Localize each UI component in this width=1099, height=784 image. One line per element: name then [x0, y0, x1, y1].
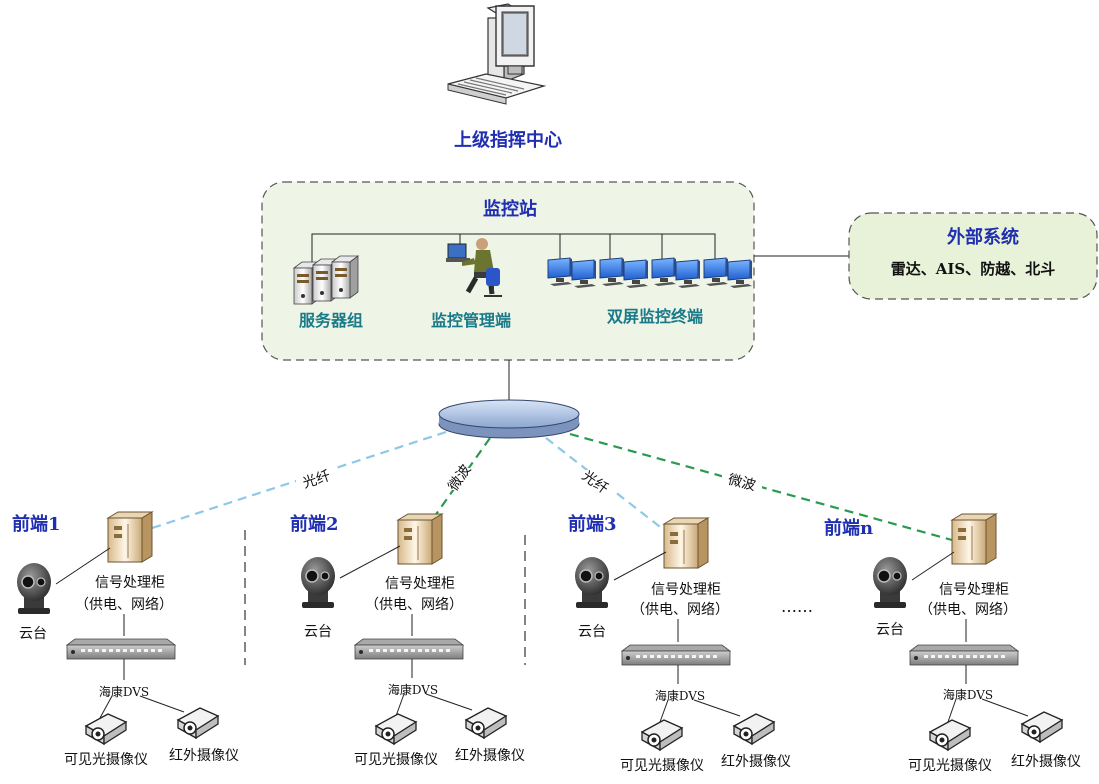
cabinet-label-1: 信号处理柜: [95, 575, 165, 591]
station-bus: [311, 233, 716, 262]
cabinet-icon: [397, 513, 443, 565]
dvs-icon: [621, 644, 731, 666]
front-title: 前端2: [290, 513, 339, 535]
link-front3: [545, 437, 665, 531]
ptz-label: 云台: [19, 626, 47, 642]
visible-camera-label: 可见光摄像仪: [64, 752, 148, 768]
camera-icon: [177, 707, 219, 739]
external-items: 雷达、AIS、防越、北斗: [891, 260, 1056, 278]
dvs-icon: [909, 644, 1019, 666]
ptz-label: 云台: [304, 624, 332, 640]
ptz-camera-icon: [872, 556, 908, 609]
camera-icon: [465, 707, 507, 739]
camera-icon: [85, 713, 127, 745]
dvs-label: 海康DVS: [99, 684, 149, 699]
link-label-frontn: 微波: [726, 472, 757, 494]
ptz-camera-icon: [574, 556, 610, 609]
cabinet-icon: [663, 517, 709, 569]
ptz-camera-icon: [300, 556, 336, 609]
cabinet-label-1: 信号处理柜: [385, 576, 455, 592]
external-panel: [848, 212, 1098, 300]
manager-label: 监控管理端: [431, 311, 511, 330]
ellipsis: ……: [781, 597, 813, 616]
front-title: 前端3: [568, 513, 617, 535]
link-label-bg: [296, 466, 334, 488]
operator-icon: [446, 238, 502, 297]
dvs-label: 海康DVS: [943, 687, 993, 702]
ir-camera-label: 红外摄像仪: [455, 748, 525, 764]
cabinet-icon: [951, 513, 997, 565]
separators: [244, 530, 526, 665]
camera-icon: [733, 713, 775, 745]
terminals-label: 双屏监控终端: [607, 307, 703, 326]
servers-label: 服务器组: [299, 311, 363, 330]
cabinet-label-1: 信号处理柜: [939, 582, 1009, 598]
dvs-label: 海康DVS: [655, 688, 705, 703]
computer-icon: [447, 3, 547, 105]
cabinet-label-2: （供电、网络）: [75, 597, 173, 613]
ptz-label: 云台: [876, 622, 904, 638]
dvs-icon: [354, 638, 464, 660]
front-3: 前端3 云台 信号处理柜 （供电、网络） 海康DVS 可见光摄像仪 红外摄像仪: [568, 513, 791, 774]
camera-icon: [375, 713, 417, 745]
dvs-label: 海康DVS: [388, 682, 438, 697]
visible-camera-label: 可见光摄像仪: [908, 758, 992, 774]
front-1: 前端1 云台 信号处理柜 （供电、网络） 海康DVS 可见光摄像仪 红外摄像仪: [12, 511, 239, 768]
visible-camera-label: 可见光摄像仪: [620, 758, 704, 774]
cabinet-label-2: （供电、网络）: [919, 602, 1017, 618]
ptz-label: 云台: [578, 624, 606, 640]
ir-camera-label: 红外摄像仪: [1011, 754, 1081, 770]
visible-camera-label: 可见光摄像仪: [354, 752, 438, 768]
front-2: 前端2 云台 信号处理柜 （供电、网络） 海康DVS 可见光摄像仪 红外摄像仪: [290, 513, 525, 768]
camera-icon: [1021, 711, 1063, 743]
command-center-label: 上级指挥中心: [454, 129, 562, 151]
ir-camera-label: 红外摄像仪: [721, 754, 791, 770]
server-icon: [293, 255, 359, 305]
front-n: 前端n 云台 信号处理柜 （供电、网络） 海康DVS 可见光摄像仪 红外摄像仪: [824, 513, 1081, 774]
ir-camera-label: 红外摄像仪: [169, 748, 239, 764]
external-title: 外部系统: [947, 226, 1019, 248]
front-title: 前端1: [12, 513, 61, 535]
camera-icon: [929, 719, 971, 751]
cabinet-label-2: （供电、网络）: [365, 597, 463, 613]
cabinet-label-2: （供电、网络）: [631, 602, 729, 618]
dvs-icon: [66, 638, 176, 660]
ptz-camera-icon: [16, 562, 52, 615]
camera-icon: [641, 719, 683, 751]
station-title: 监控站: [483, 198, 537, 220]
cabinet-label-1: 信号处理柜: [651, 582, 721, 598]
router-icon: [438, 399, 580, 439]
cabinet-icon: [107, 511, 153, 563]
station-panel: [261, 181, 755, 361]
front-title: 前端n: [824, 517, 873, 539]
